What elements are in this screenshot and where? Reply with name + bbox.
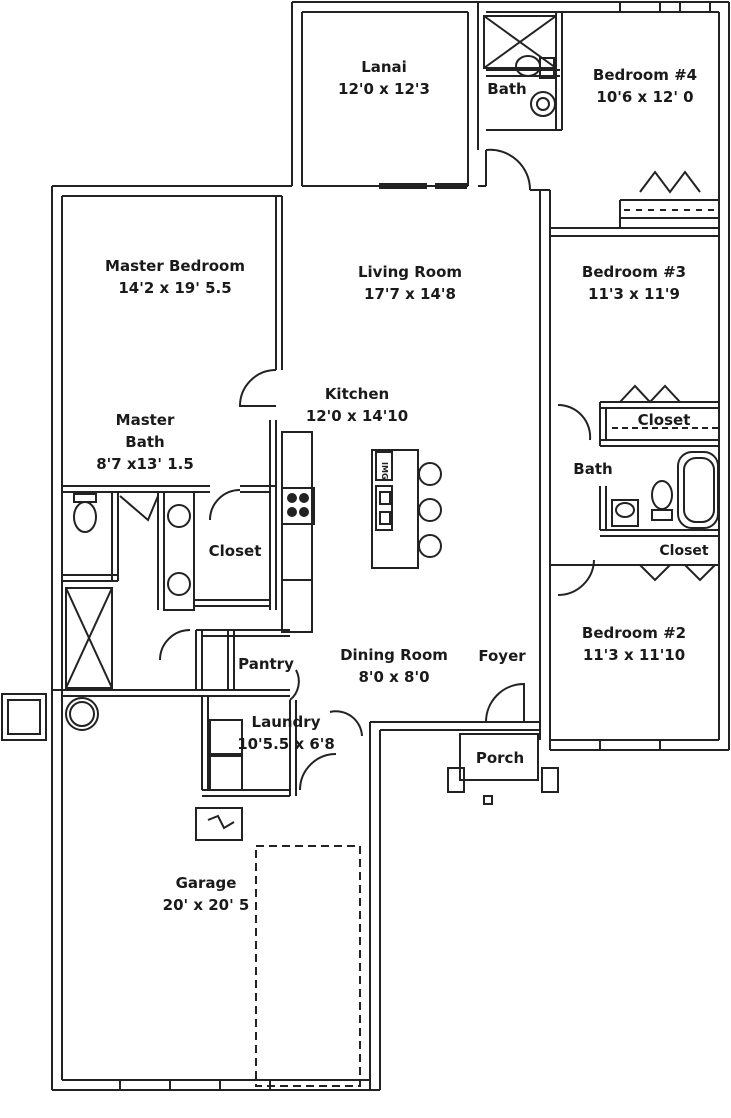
closet-master-name: Closet — [208, 542, 262, 560]
closet-bottom-right-label: Closet — [659, 540, 708, 562]
porch-name: Porch — [475, 749, 525, 767]
master-bath-size: 8'7 x13' 1.5 — [96, 455, 194, 473]
bedroom2-label: Bedroom #2 11'3 x 11'10 — [582, 622, 686, 666]
master-bath-name-1: Master — [115, 411, 175, 429]
appliance-label: IMG — [380, 462, 389, 480]
bedroom4-size: 10'6 x 12' 0 — [596, 88, 694, 106]
master-bedroom-size: 14'2 x 19' 5.5 — [118, 279, 232, 297]
lanai-name: Lanai — [361, 58, 407, 76]
pantry-label: Pantry — [238, 653, 294, 675]
closet-master-label: Closet — [209, 540, 262, 562]
master-bath-label: Master Bath 8'7 x13' 1.5 — [96, 409, 194, 475]
kitchen-label: Kitchen 12'0 x 14'10 — [306, 383, 408, 427]
bedroom3-label: Bedroom #3 11'3 x 11'9 — [582, 261, 686, 305]
closet-bottom-right-name: Closet — [659, 543, 709, 559]
porch-label: Porch — [476, 747, 524, 769]
closet-top-right-name: Closet — [637, 411, 691, 429]
master-bedroom-label: Master Bedroom 14'2 x 19' 5.5 — [105, 255, 245, 299]
pantry-name: Pantry — [238, 655, 294, 673]
garage-label: Garage 20' x 20' 5 — [163, 872, 250, 916]
garage-size: 20' x 20' 5 — [162, 896, 250, 914]
bath-right-name: Bath — [573, 460, 613, 478]
kitchen-size: 12'0 x 14'10 — [305, 407, 409, 425]
bedroom3-size: 11'3 x 11'9 — [588, 285, 680, 303]
garage-door-outline — [255, 845, 361, 1087]
dining-room-label: Dining Room 8'0 x 8'0 — [340, 644, 448, 688]
kitchen-name: Kitchen — [324, 385, 390, 403]
bath-top-label: Bath — [487, 78, 526, 100]
foyer-name: Foyer — [478, 647, 526, 665]
garage-name: Garage — [175, 874, 237, 892]
laundry-size: 10'5.5 x 6'8 — [237, 735, 335, 753]
master-bedroom-name: Master Bedroom — [105, 257, 245, 275]
bath-right-label: Bath — [573, 458, 612, 480]
foyer-label: Foyer — [478, 645, 525, 667]
bedroom2-name: Bedroom #2 — [581, 624, 687, 642]
outer-walls — [51, 1, 730, 1091]
living-room-size: 17'7 x 14'8 — [364, 285, 456, 303]
bedroom4-label: Bedroom #4 10'6 x 12' 0 — [593, 64, 697, 108]
laundry-label: Laundry 10'5.5 x 6'8 — [237, 711, 335, 755]
fixtures — [65, 1, 719, 1091]
bedroom2-size: 11'3 x 11'10 — [582, 646, 686, 664]
laundry-name: Laundry — [251, 713, 321, 731]
master-bath-name-2: Bath — [125, 433, 165, 451]
dining-room-size: 8'0 x 8'0 — [358, 668, 430, 686]
bath-top-name: Bath — [487, 80, 527, 98]
closet-top-right-label: Closet — [638, 409, 691, 431]
lanai-label: Lanai 12'0 x 12'3 — [338, 56, 430, 100]
door-swings — [119, 148, 716, 791]
living-room-name: Living Room — [357, 263, 463, 281]
living-room-label: Living Room 17'7 x 14'8 — [358, 261, 462, 305]
bedroom4-name: Bedroom #4 — [592, 66, 698, 84]
lanai-size: 12'0 x 12'3 — [338, 80, 430, 98]
bedroom3-name: Bedroom #3 — [581, 263, 687, 281]
dining-room-name: Dining Room — [340, 646, 448, 664]
